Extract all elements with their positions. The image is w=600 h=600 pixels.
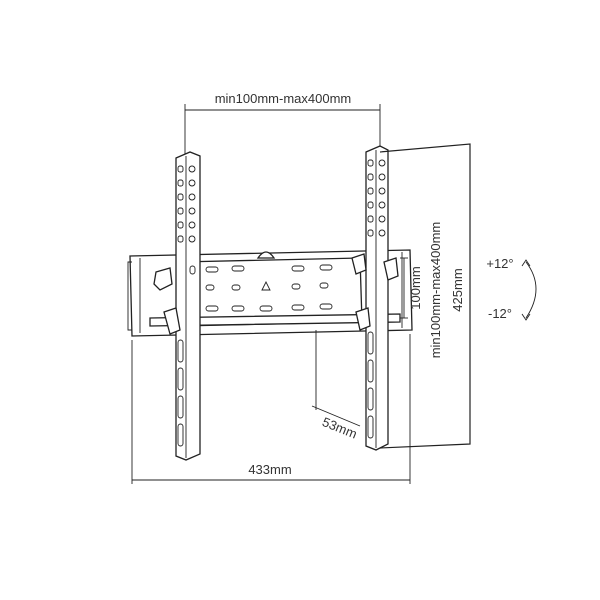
vesa-height-label: min100mm-max400mm (428, 222, 443, 359)
top-width-dimension: min100mm-max400mm (184, 91, 381, 157)
right-tilt-knob-icon (351, 253, 367, 275)
tilt-arc-icon (525, 261, 537, 319)
center-spacing-dimension: 100mm (400, 257, 423, 319)
tilt-indicator: +12° -12° (486, 256, 537, 321)
left-vertical-arm (153, 151, 201, 461)
tilt-down-label: -12° (488, 306, 512, 321)
overall-width-label: 433mm (248, 462, 291, 477)
left-arm-holes (177, 165, 196, 447)
vesa-height-dimension: min100mm-max400mm (428, 222, 443, 359)
center-spacing-label: 100mm (408, 266, 423, 309)
overall-width-dimension: 433mm (131, 334, 411, 484)
left-tilt-knob-icon (153, 267, 173, 291)
right-arm-holes (367, 159, 386, 439)
right-vertical-arm (351, 145, 399, 451)
tilt-up-label: +12° (486, 256, 513, 271)
wall-plate-slots (205, 264, 333, 312)
vesa-width-label: min100mm-max400mm (215, 91, 352, 106)
overall-height-label: 425mm (450, 268, 465, 311)
right-bracket-knob-icon (383, 257, 399, 281)
depth-label: 53mm (320, 414, 359, 441)
level-bubble-icon (256, 251, 276, 259)
overall-height-dimension: 425mm (450, 268, 465, 311)
depth-dimension: 53mm (311, 330, 361, 442)
side-profile-outline (379, 143, 471, 449)
